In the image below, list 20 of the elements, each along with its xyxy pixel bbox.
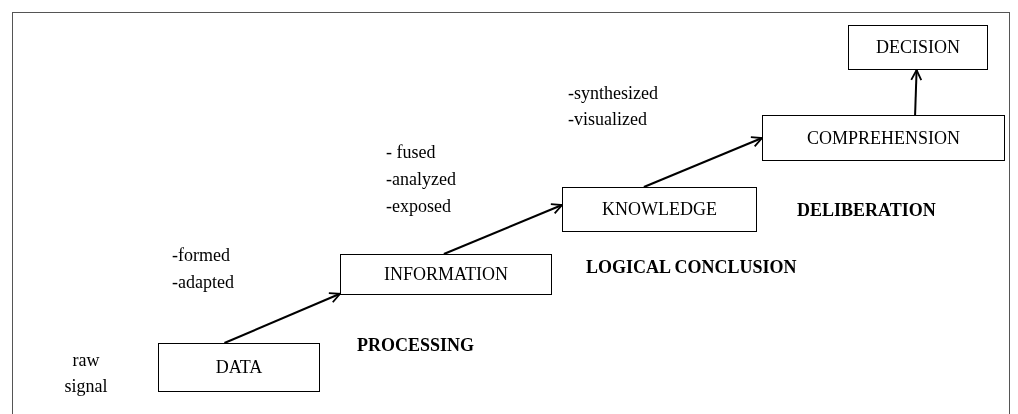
annotation-text: -synthesized	[568, 82, 658, 105]
annotation-text: -formed	[172, 244, 230, 267]
annotation-text: -adapted	[172, 271, 234, 294]
stage-label: DELIBERATION	[797, 199, 936, 222]
process-box: COMPREHENSION	[762, 115, 1005, 161]
annotation-text: - fused	[386, 141, 436, 164]
process-box: DECISION	[848, 25, 988, 70]
arrow	[442, 203, 563, 255]
process-box: INFORMATION	[340, 254, 552, 295]
annotation-text: -analyzed	[386, 168, 456, 191]
arrow	[223, 292, 341, 344]
process-box: KNOWLEDGE	[562, 187, 757, 232]
annotation-text: -visualized	[568, 108, 647, 131]
stage-label: PROCESSING	[357, 334, 475, 357]
arrow	[910, 69, 923, 116]
annotation-text: -exposed	[386, 195, 451, 218]
process-box: DATA	[158, 343, 320, 392]
arrow	[642, 136, 763, 188]
annotation-text: raw signal	[63, 349, 109, 398]
stage-label: LOGICAL CONCLUSION	[586, 256, 797, 279]
